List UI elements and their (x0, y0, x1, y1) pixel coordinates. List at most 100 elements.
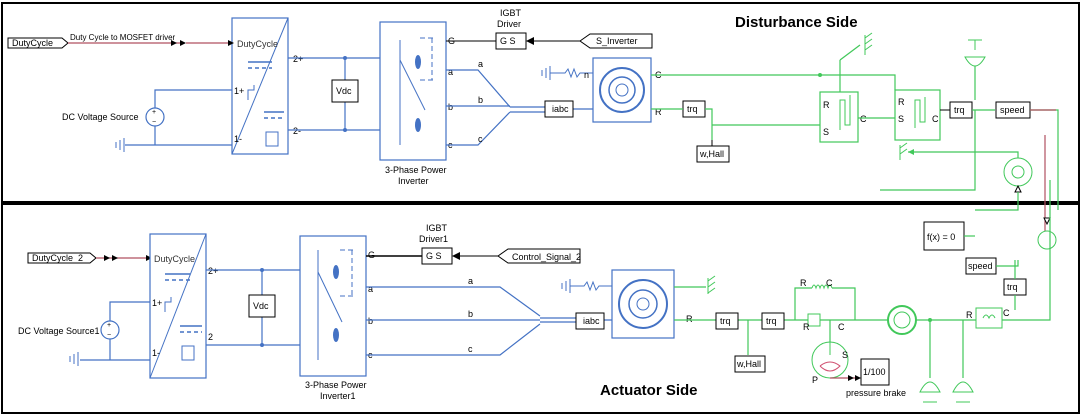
inverter-label-line2: Inverter (398, 176, 429, 186)
inverter2-label-line2: Inverter1 (320, 391, 356, 401)
pressure-brake-label: pressure brake (846, 388, 906, 398)
pmsm-motor-block[interactable] (592, 57, 652, 123)
band-brake-block[interactable] (811, 341, 849, 379)
dutycycle-from-block[interactable]: DutyCycle (7, 37, 69, 49)
inertia-top-icon (964, 39, 986, 67)
port-1plus-2: 1+ (152, 298, 162, 308)
three-phase-inverter-block[interactable] (379, 21, 447, 161)
constant-1-100-block[interactable]: 1/100 (860, 358, 890, 386)
dc-dc-converter-block-2[interactable]: DutyCycle (149, 233, 207, 379)
svg-text:trq: trq (720, 316, 731, 326)
svg-text:+: + (152, 109, 156, 116)
svg-text:R: R (803, 322, 810, 332)
vdc-block-2[interactable]: Vdc (248, 294, 276, 318)
inverter2-port-g: G (368, 250, 375, 260)
svg-text:1/100: 1/100 (863, 367, 886, 377)
three-phase-inverter-block-2[interactable] (299, 235, 367, 377)
svg-text:−: − (107, 332, 111, 339)
speed-goto-top[interactable]: speed (995, 101, 1031, 119)
pmsm-motor-block-2[interactable] (611, 269, 675, 339)
arrow-icon (526, 37, 534, 45)
dc-link-wires (288, 57, 380, 131)
wire2-a-label: a (468, 276, 473, 286)
s-inverter-from-block[interactable]: S_Inverter (579, 33, 653, 49)
vdc-block[interactable]: Vdc (331, 79, 359, 103)
svg-text:C: C (1003, 308, 1010, 318)
inverter2-port-b: b (368, 316, 373, 326)
svg-text:R: R (966, 310, 973, 320)
svg-text:iabc: iabc (583, 316, 600, 326)
brake-port-p: P (812, 375, 818, 385)
igbt-driver-label: IGBT (500, 8, 522, 18)
wire2-c-label: c (468, 344, 473, 354)
inertia-icon-2 (952, 381, 974, 403)
dc-voltage-source[interactable]: + − (145, 107, 165, 127)
inertia-icon-1 (919, 381, 941, 403)
dc-dc-converter-block[interactable]: DutyCycle (231, 17, 289, 155)
whall-block-top[interactable]: w,Hall (696, 145, 730, 163)
svg-text:speed: speed (968, 261, 993, 271)
dc-source-label-2: DC Voltage Source1 (18, 326, 100, 336)
wire2-b-label: b (468, 309, 473, 319)
svg-text:R: R (823, 100, 830, 110)
svg-text:iabc: iabc (552, 104, 569, 114)
trq-vert-block[interactable]: trq (1003, 278, 1027, 296)
brake-port-s: S (842, 350, 848, 360)
iabc-block-top[interactable]: iabc (544, 100, 574, 118)
motor-port-n: n (584, 70, 589, 80)
phase-wires-2 (366, 286, 541, 356)
svg-text:Vdc: Vdc (253, 301, 269, 311)
spring-damper-block[interactable] (794, 284, 856, 327)
neutral-ground-icon-2 (561, 279, 612, 293)
igbt-driver1-label: IGBT (426, 223, 448, 233)
svg-text:R: R (898, 97, 905, 107)
svg-text:S: S (898, 114, 904, 124)
svg-text:Driver1: Driver1 (419, 234, 448, 244)
speed-sensor-block[interactable] (894, 89, 941, 141)
iabc-block-bottom[interactable]: iabc (575, 312, 605, 330)
dutycycle-signal-label: Duty Cycle to MOSFET driver (70, 33, 176, 42)
arrow-icon (180, 40, 186, 46)
svg-text:trq: trq (1007, 282, 1018, 292)
trq-goto-top[interactable]: trq (682, 100, 706, 118)
velocity-source-icon (1003, 157, 1033, 193)
dc-voltage-source-2[interactable]: + − (100, 320, 120, 340)
dc-source-label: DC Voltage Source (62, 112, 139, 122)
svg-text:DutyCycle: DutyCycle (154, 254, 195, 264)
speed-from-block-bottom[interactable]: speed (965, 257, 997, 275)
igbt-driver-block[interactable]: G S (495, 32, 527, 50)
pressure-source-icon (1037, 217, 1057, 250)
inverter-port-a: a (448, 67, 453, 77)
disturbance-side-title: Disturbance Side (735, 14, 858, 31)
port-1minus-2: 1- (152, 348, 160, 358)
svg-text:+: + (107, 322, 111, 329)
inverter-label-line1: 3-Phase Power (385, 165, 447, 175)
solver-config-block[interactable]: f(x) = 0 (923, 221, 965, 251)
svg-text:Control_Signal_2: Control_Signal_2 (512, 252, 581, 262)
dutycycle2-from-block[interactable]: DutyCycle_2 (27, 252, 97, 264)
svg-text:R: R (800, 278, 807, 288)
svg-text:DutyCycle_2: DutyCycle_2 (32, 253, 83, 263)
trq-from-block-bottom[interactable]: trq (715, 312, 739, 330)
torque-source-block[interactable] (975, 307, 1003, 329)
inverter-port-b: b (448, 102, 453, 112)
svg-text:trq: trq (954, 105, 965, 115)
svg-text:C: C (932, 114, 939, 124)
motor-port-r: R (655, 107, 662, 117)
svg-text:Driver: Driver (497, 19, 521, 29)
torque-sensor-block[interactable] (819, 91, 859, 143)
actuator-side-title: Actuator Side (600, 382, 698, 399)
port-2plus: 2+ (293, 54, 303, 64)
trq-goto-top2[interactable]: trq (949, 101, 973, 119)
mech-reference-icon (864, 32, 873, 55)
igbt-driver-block-2[interactable]: G S (421, 247, 453, 265)
disturbance-panel-frame (1, 2, 1080, 203)
whall-block-bottom[interactable]: w,Hall (734, 355, 766, 373)
trq-goto-block-bottom[interactable]: trq (761, 312, 785, 330)
inverter2-port-a: a (368, 284, 373, 294)
wire-c-label: c (478, 134, 483, 144)
control-signal-from-block[interactable]: Control_Signal_2 (497, 248, 581, 264)
svg-text:Vdc: Vdc (336, 86, 352, 96)
